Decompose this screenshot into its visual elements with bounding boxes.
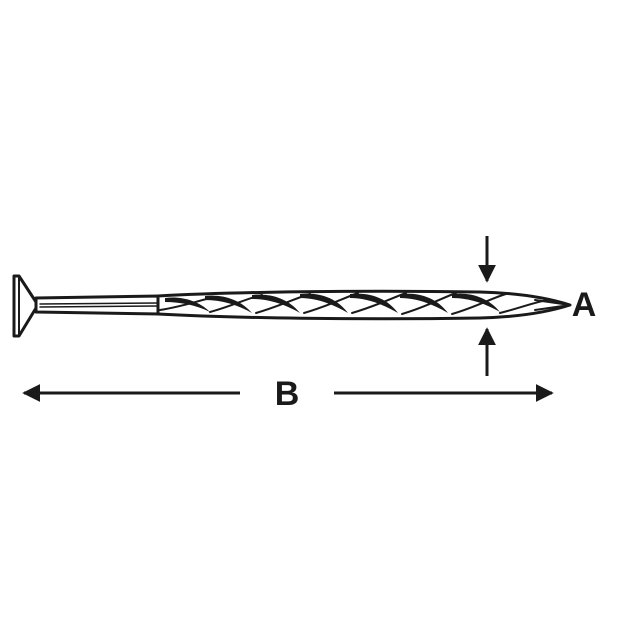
nail-shank [34,294,162,316]
length-label: B [275,375,300,413]
spiral-thread [156,289,572,321]
nail-point [534,299,571,311]
length-dimension: B [22,375,554,413]
diameter-dimension: A [478,236,597,376]
diameter-label: A [572,286,597,324]
nail-head [12,274,38,338]
thread-flutes [165,293,500,313]
nail [12,274,572,338]
